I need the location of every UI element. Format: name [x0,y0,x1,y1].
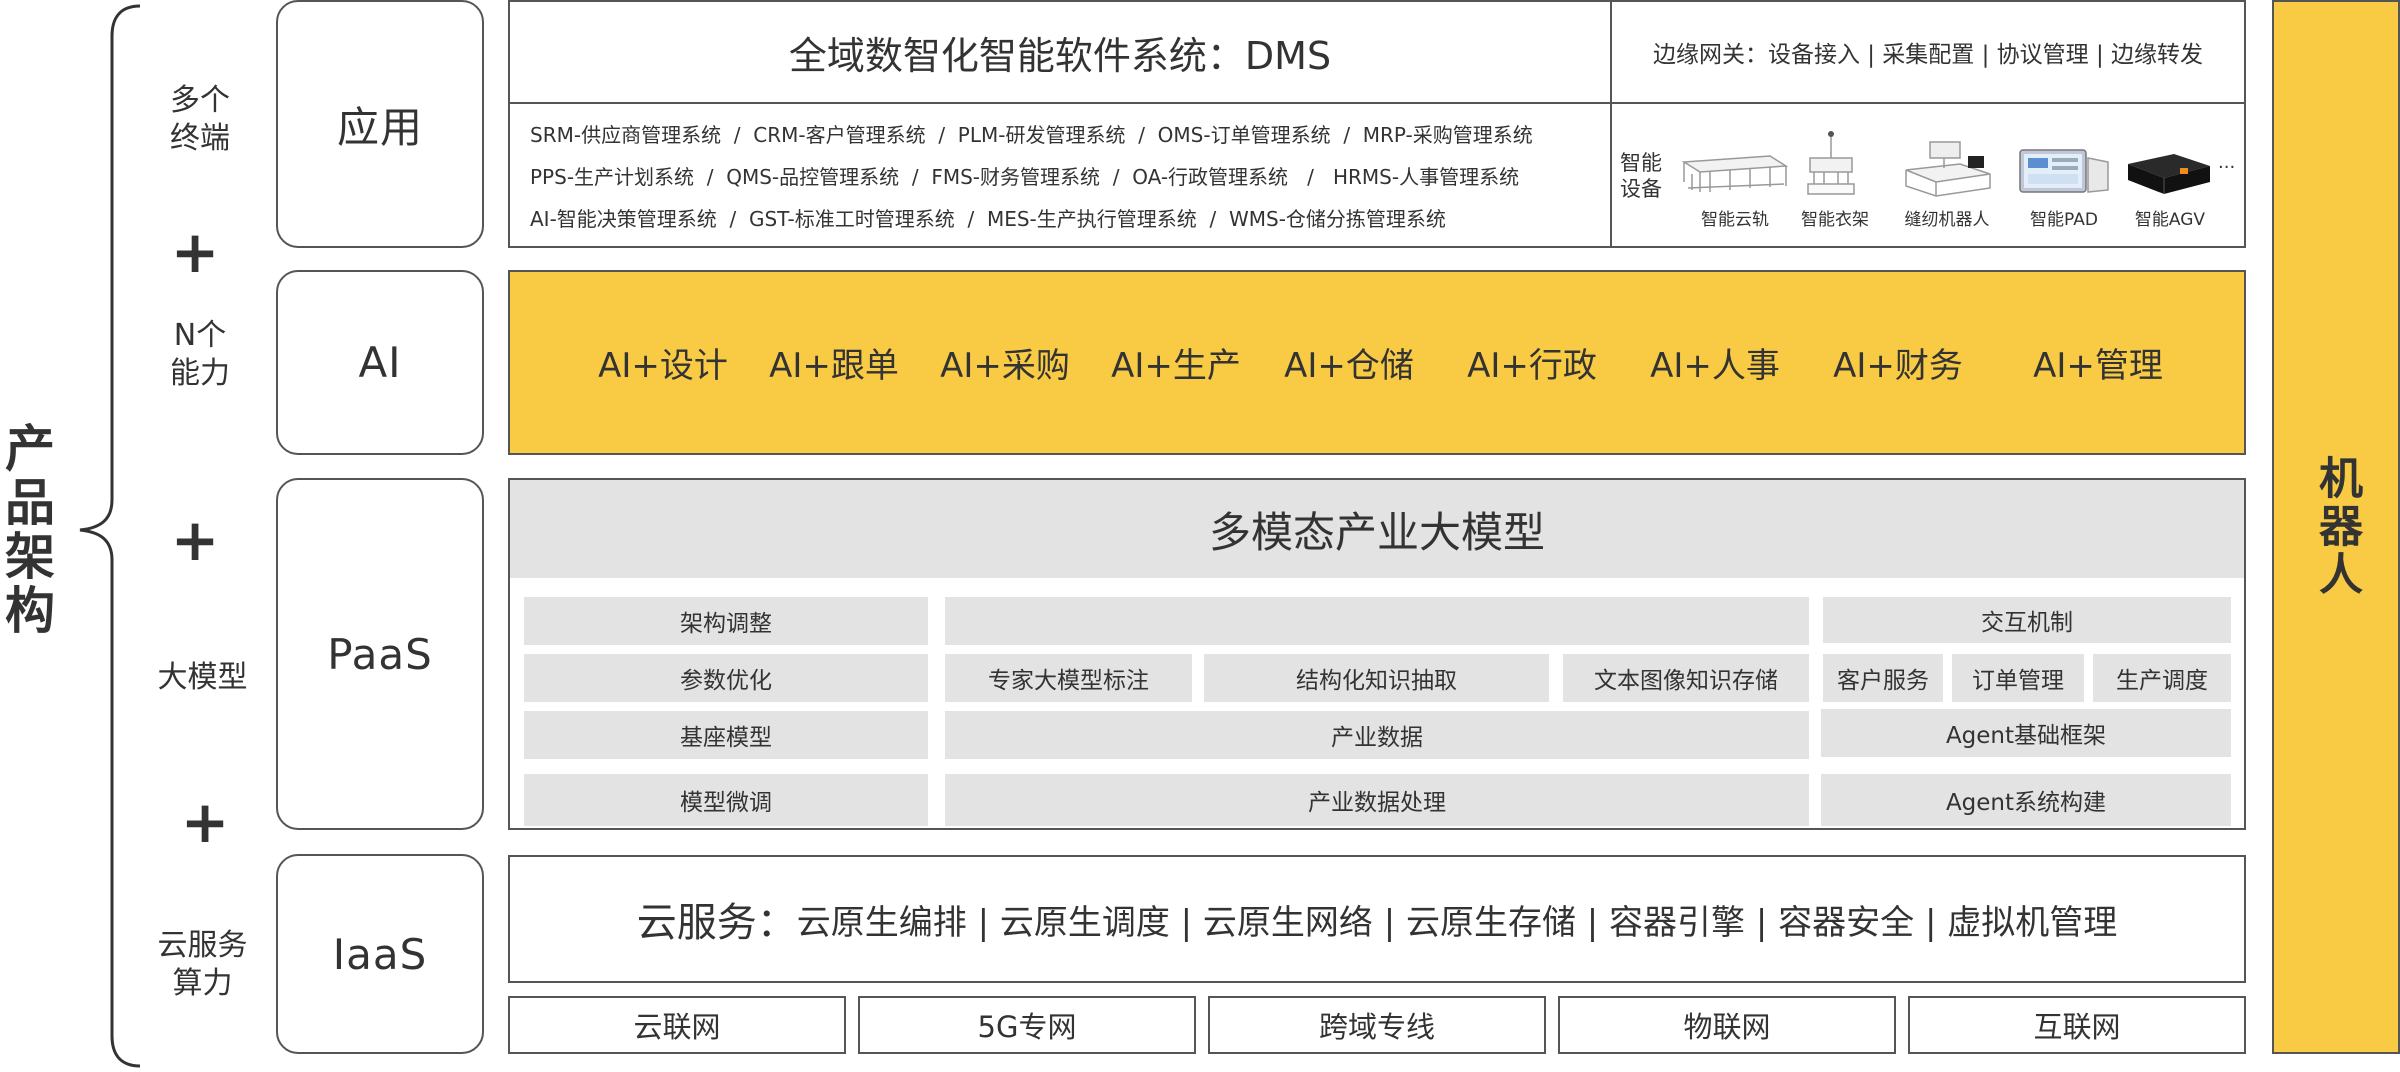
system-item: FMS-财务管理系统 [931,165,1101,189]
side-label-terminals: 多个 终端 [170,83,230,156]
paas-center-blank [945,597,1809,645]
agent-system-build: Agent系统构建 [1821,774,2231,826]
system-row: SRM-供应商管理系统 / CRM-客户管理系统 / PLM-研发管理系统 / … [530,123,1533,147]
system-item: OMS-订单管理系统 [1157,123,1331,147]
network-cell: 云联网 [508,996,846,1054]
paas-left-cell: 基座模型 [524,711,928,759]
devices-more: ... [2218,152,2236,173]
layer-label-iaas: IaaS [276,854,484,1054]
layer-label-ai: AI [276,270,484,455]
iaas-prefix: 云服务： [636,900,797,946]
paas-left-cell: 模型微调 [524,774,928,826]
system-item: GST-标准工时管理系统 [748,207,955,231]
device-label: 智能PAD [2030,209,2098,230]
system-item: MRP-采购管理系统 [1362,123,1533,147]
agent-cell: 订单管理 [1952,654,2084,702]
device-label: 缝纫机器人 [1904,209,1990,230]
system-item: AI-智能决策管理系统 [530,207,717,231]
plus-sign-3: + [180,788,230,856]
system-item: QMS-品控管理系统 [726,165,900,189]
smart-pad-icon [2019,149,2109,193]
device-label: 智能AGV [2134,209,2206,230]
agv-icon [2128,154,2210,194]
plus-sign-1: + [170,218,220,286]
network-cell: 互联网 [1908,996,2246,1054]
application-layer [508,0,2246,248]
ai-item: AI+管理 [2033,345,2163,386]
layer-label-application: 应用 [276,0,484,248]
plus-sign-2: + [170,506,220,574]
smart-devices-title: 智能 设备 [1620,151,1662,201]
network-cell: 跨域专线 [1208,996,1546,1054]
iaas-layer: 云服务：云原生编排 | 云原生调度 | 云原生网络 | 云原生存储 | 容器引擎… [508,855,2246,983]
app-divider-horizontal [508,102,2246,104]
system-item: SRM-供应商管理系统 [530,123,722,147]
industry-data-processing: 产业数据处理 [945,774,1809,826]
side-label-large-model: 大模型 [157,659,248,695]
layer-label-paas: PaaS [276,478,484,830]
robot-column: 机器人 [2272,0,2400,1054]
paas-left-cell: 参数优化 [524,654,928,702]
system-item: MES-生产执行管理系统 [986,207,1197,231]
network-cell: 5G专网 [858,996,1196,1054]
paas-center-cell: 结构化知识抽取 [1204,654,1549,702]
ai-item: AI+生产 [1111,345,1241,386]
agent-framework: Agent基础框架 [1821,709,2231,757]
robot-label: 机器人 [2311,455,2362,599]
ai-layer [508,270,2246,455]
network-cell: 物联网 [1558,996,1896,1054]
system-item: PLM-研发管理系统 [957,123,1126,147]
agent-cell: 生产调度 [2093,654,2231,702]
interaction-mechanism: 交互机制 [1823,597,2231,643]
sewing-robot-icon [1905,141,1991,197]
ai-item: AI+财务 [1833,345,1963,386]
device-label: 智能云轨 [1701,209,1769,230]
dms-title: 全域数智化智能软件系统：DMS [788,33,1332,78]
system-item: WMS-仓储分拣管理系统 [1228,207,1446,231]
ai-item: AI+设计 [598,345,728,386]
left-brace [79,4,141,1068]
product-architecture-title: 产品架构 [0,422,55,638]
paas-title: 多模态产业大模型 [510,480,2244,578]
ai-item: AI+人事 [1650,345,1780,386]
industry-data: 产业数据 [945,711,1809,759]
paas-center-cell: 文本图像知识存储 [1563,654,1809,702]
system-row: AI-智能决策管理系统 / GST-标准工时管理系统 / MES-生产执行管理系… [530,207,1446,231]
ai-item: AI+仓储 [1284,345,1414,386]
smart-rail-icon [1681,155,1789,192]
system-item: CRM-客户管理系统 [753,123,926,147]
system-row: PPS-生产计划系统 / QMS-品控管理系统 / FMS-财务管理系统 / O… [530,165,1520,189]
side-label-cloud-compute: 云服务 算力 [157,928,248,1001]
ai-item: AI+采购 [940,345,1070,386]
system-item: HRMS-人事管理系统 [1332,165,1520,189]
app-divider-vertical [1610,0,1612,248]
ai-item: AI+行政 [1467,345,1597,386]
ai-item: AI+跟单 [769,345,899,386]
system-item: PPS-生产计划系统 [530,165,695,189]
iaas-items: 云原生编排 | 云原生调度 | 云原生网络 | 云原生存储 | 容器引擎 | 容… [796,902,2118,943]
edge-gateway: 边缘网关：设备接入 | 采集配置 | 协议管理 | 边缘转发 [1652,42,2204,68]
paas-center-cell: 专家大模型标注 [945,654,1192,702]
agent-cell: 客户服务 [1823,654,1943,702]
smart-hanger-icon [1807,131,1855,195]
device-label: 智能衣架 [1801,209,1869,230]
system-item: OA-行政管理系统 [1132,165,1289,189]
system-list: SRM-供应商管理系统 / CRM-客户管理系统 / PLM-研发管理系统 / … [530,114,1600,240]
paas-left-cell: 架构调整 [524,597,928,645]
side-label-capabilities: N个 能力 [170,318,230,391]
